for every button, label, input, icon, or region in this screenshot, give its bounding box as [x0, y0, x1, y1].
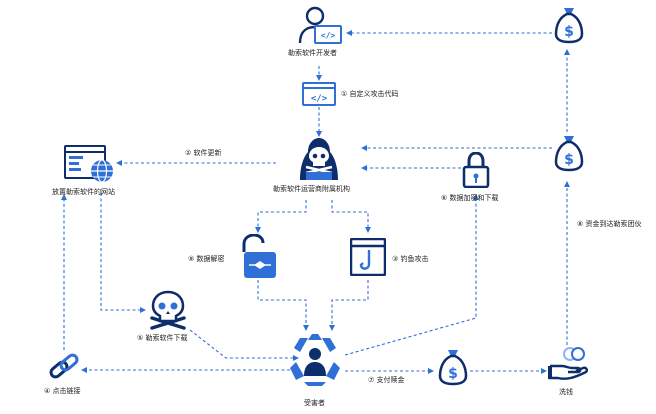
- step-label-9: ⑨ 数据解密: [188, 255, 225, 263]
- hacker-skull-icon: [300, 138, 338, 180]
- node-label-website: 放置勒索软件的网站: [52, 188, 115, 196]
- svg-text:$: $: [448, 366, 458, 382]
- step-label-6: ⑥ 数据加密和下载: [441, 194, 499, 202]
- node-label-developer: 勒索软件开发者: [288, 49, 337, 57]
- padlock-closed-icon: [462, 152, 490, 188]
- developer-icon: </>: [298, 6, 342, 44]
- step-label-5: ⑤ 勒索软件下载: [137, 334, 188, 342]
- website-globe-icon: [64, 145, 113, 183]
- node-label-victim: 受害者: [304, 399, 325, 407]
- svg-text:$: $: [564, 152, 574, 168]
- skull-crossbones-icon: [150, 290, 186, 330]
- edge-phishing-to-victim: [329, 280, 369, 331]
- money-bag-icon: $: [554, 136, 584, 172]
- chain-link-icon: [49, 353, 79, 379]
- edge-decrypt-to-victim: [257, 280, 309, 331]
- svg-text:</>: </>: [311, 94, 328, 104]
- svg-text:</>: </>: [321, 31, 336, 40]
- step-label-4: ④ 点击链接: [44, 387, 81, 395]
- step-label-7: ⑦ 支付赎金: [368, 376, 405, 384]
- step-label-2: ② 软件更新: [185, 149, 222, 157]
- money-bag-icon: $: [438, 350, 468, 386]
- step-label-8: ⑧ 资金到达勒索团伙: [577, 220, 642, 228]
- edge-operator-to-phishing: [331, 200, 371, 233]
- phishing-hook-icon: [350, 238, 386, 276]
- node-label-laundering: 洗钱: [559, 388, 573, 396]
- money-bag-icon: $: [554, 8, 584, 44]
- svg-text:$: $: [564, 24, 574, 40]
- padlock-open-icon: [242, 234, 276, 278]
- node-label-operator: 勒索软件运营商附属机构: [273, 185, 350, 193]
- edge-victim-to-encrypt: [344, 194, 479, 356]
- step-label-3: ③ 钓鱼攻击: [392, 255, 429, 263]
- edge-operator-to-decrypt: [255, 200, 307, 233]
- victim-recycle-icon: [290, 334, 340, 386]
- code-window-icon: </>: [302, 82, 336, 106]
- edge-website-to-download: [100, 193, 146, 313]
- hand-coins-icon: [548, 347, 588, 380]
- step-label-1: ① 自定义攻击代码: [341, 90, 399, 98]
- edge-download-to-victim: [189, 329, 299, 361]
